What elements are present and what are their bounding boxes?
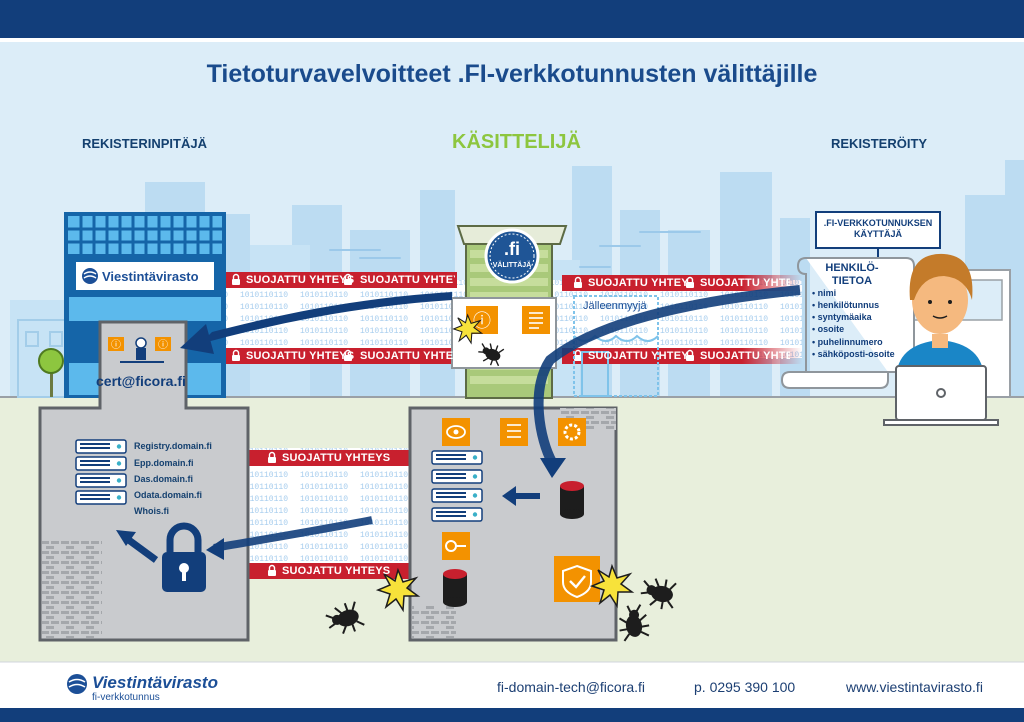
personal-data-item: • puhelinnumero [812, 336, 883, 347]
fi-badge-sub: VÄLITTÄJÄ [492, 262, 532, 269]
banner-secure-connection: SUOJATTU YHTEYS [246, 275, 355, 286]
footer-logo-sub: fi-verkkotunnus [92, 692, 160, 703]
svg-text:ⓘ: ⓘ [473, 311, 491, 331]
server-name: Epp.domain.fi [134, 458, 194, 468]
role-registrant: REKISTERÖITY [831, 136, 928, 151]
personal-data-item: • henkilötunnus [812, 300, 880, 311]
server-name: Das.domain.fi [134, 474, 194, 484]
personal-data-item: • syntymäaika [812, 312, 872, 323]
personal-data-title: HENKILÖ-TIETOA [825, 262, 879, 287]
footer-email-link[interactable]: fi-domain-tech@ficora.fi [497, 679, 646, 695]
reseller-label: Jälleenmyyjä [583, 300, 647, 312]
footer-website-link[interactable]: www.viestintavirasto.fi [846, 679, 983, 695]
banner-secure-connection: SUOJATTU YHTEYS [360, 351, 455, 362]
banner-secure-connection: SUOJATTU YHTEYS [282, 453, 391, 464]
personal-data-item: • osoite [812, 324, 845, 335]
cert-email: cert@ficora.fi [96, 373, 186, 389]
banner-secure-connection: SUOJATTU YHTEYS [282, 566, 391, 577]
role-processor: KÄSITTELIJÄ [452, 131, 581, 153]
personal-data-list: • nimi • henkilötunnus • syntymäaika • o… [812, 287, 895, 360]
banner-secure-connection: SUOJATTU YHTEYS [588, 351, 688, 362]
building-logo-text: Viestintävirasto [102, 269, 199, 284]
banner-secure-connection: SUOJATTU YHTEYS [246, 351, 355, 362]
fi-badge-main: .fi [504, 239, 520, 259]
server-name: Registry.domain.fi [134, 441, 212, 451]
page-title: Tietoturvavelvoitteet .FI-verkkotunnuste… [206, 60, 818, 88]
svg-text:ⓘ: ⓘ [158, 339, 168, 351]
server-name: Whois.fi [134, 506, 169, 516]
svg-text:ⓘ: ⓘ [111, 339, 121, 351]
role-registry-holder: REKISTERINPITÄJÄ [82, 136, 207, 151]
banner-secure-connection: SUOJATTU YHTEYS [588, 278, 688, 289]
personal-data-item: • sähköposti-osoite [812, 348, 895, 359]
footer-logo-text: Viestintävirasto [92, 673, 218, 692]
banner-secure-connection: SUOJATTU YHTEYS [360, 275, 455, 286]
registrant-sign: .FI-VERKKOTUNNUKSEN KÄYTTÄJÄ [823, 218, 933, 239]
personal-data-item: • nimi [812, 288, 837, 298]
server-name: Odata.domain.fi [134, 490, 203, 500]
banner-secure-connection: SUOJATTU YHTEYS [700, 351, 790, 362]
footer-phone: p. 0295 390 100 [694, 679, 796, 695]
banner-secure-connection: SUOJATTU YHTEYS [700, 278, 790, 289]
